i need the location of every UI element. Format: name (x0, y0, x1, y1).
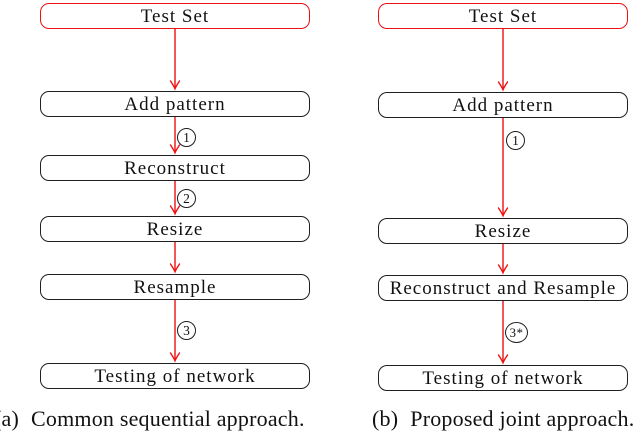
arrowhead-b-3 (497, 264, 509, 275)
arrowhead-a-4 (169, 263, 181, 274)
flow-node-resize-b: Resize (378, 218, 628, 244)
flow-node-add-pattern-a: Add pattern (40, 91, 310, 117)
subcaption-b-text: Proposed joint approach. (410, 406, 634, 431)
edge-badge-step3-a: 3 (177, 321, 196, 340)
flow-node-reconstruct-and-resample-b: Reconstruct and Resample (378, 275, 628, 301)
edge-badge-step1-b: 1 (506, 131, 525, 150)
subcaption-a-text: Common sequential approach. (31, 406, 305, 431)
flow-node-reconstruct-a: Reconstruct (40, 155, 310, 181)
subcaption-a-label: (a) (0, 406, 20, 431)
arrowhead-b-1 (497, 81, 509, 92)
arrowhead-a-3 (169, 205, 181, 216)
flow-node-testing-of-network-a: Testing of network (40, 363, 310, 389)
arrowhead-b-4 (497, 354, 509, 365)
arrowhead-a-2 (169, 144, 181, 155)
edge-badge-step3star-b: 3* (505, 322, 528, 343)
arrowhead-a-1 (169, 80, 181, 91)
edge-badge-step1-a: 1 (177, 128, 196, 147)
subcaption-b-label: (b) (372, 406, 399, 431)
subcaption-b: (b) Proposed joint approach. (372, 406, 634, 432)
subcaption-a: (a) Common sequential approach. (0, 406, 305, 432)
arrowhead-b-2 (497, 207, 509, 218)
flow-node-test-set-a: Test Set (40, 3, 310, 29)
flow-node-testing-of-network-b: Testing of network (378, 365, 628, 391)
flow-node-resize-a: Resize (40, 216, 310, 242)
flow-node-add-pattern-b: Add pattern (378, 92, 628, 118)
edge-badge-step2-a: 2 (177, 189, 196, 208)
flow-node-test-set-b: Test Set (378, 3, 628, 29)
arrowhead-a-5 (169, 352, 181, 363)
flow-node-resample-a: Resample (40, 274, 310, 300)
